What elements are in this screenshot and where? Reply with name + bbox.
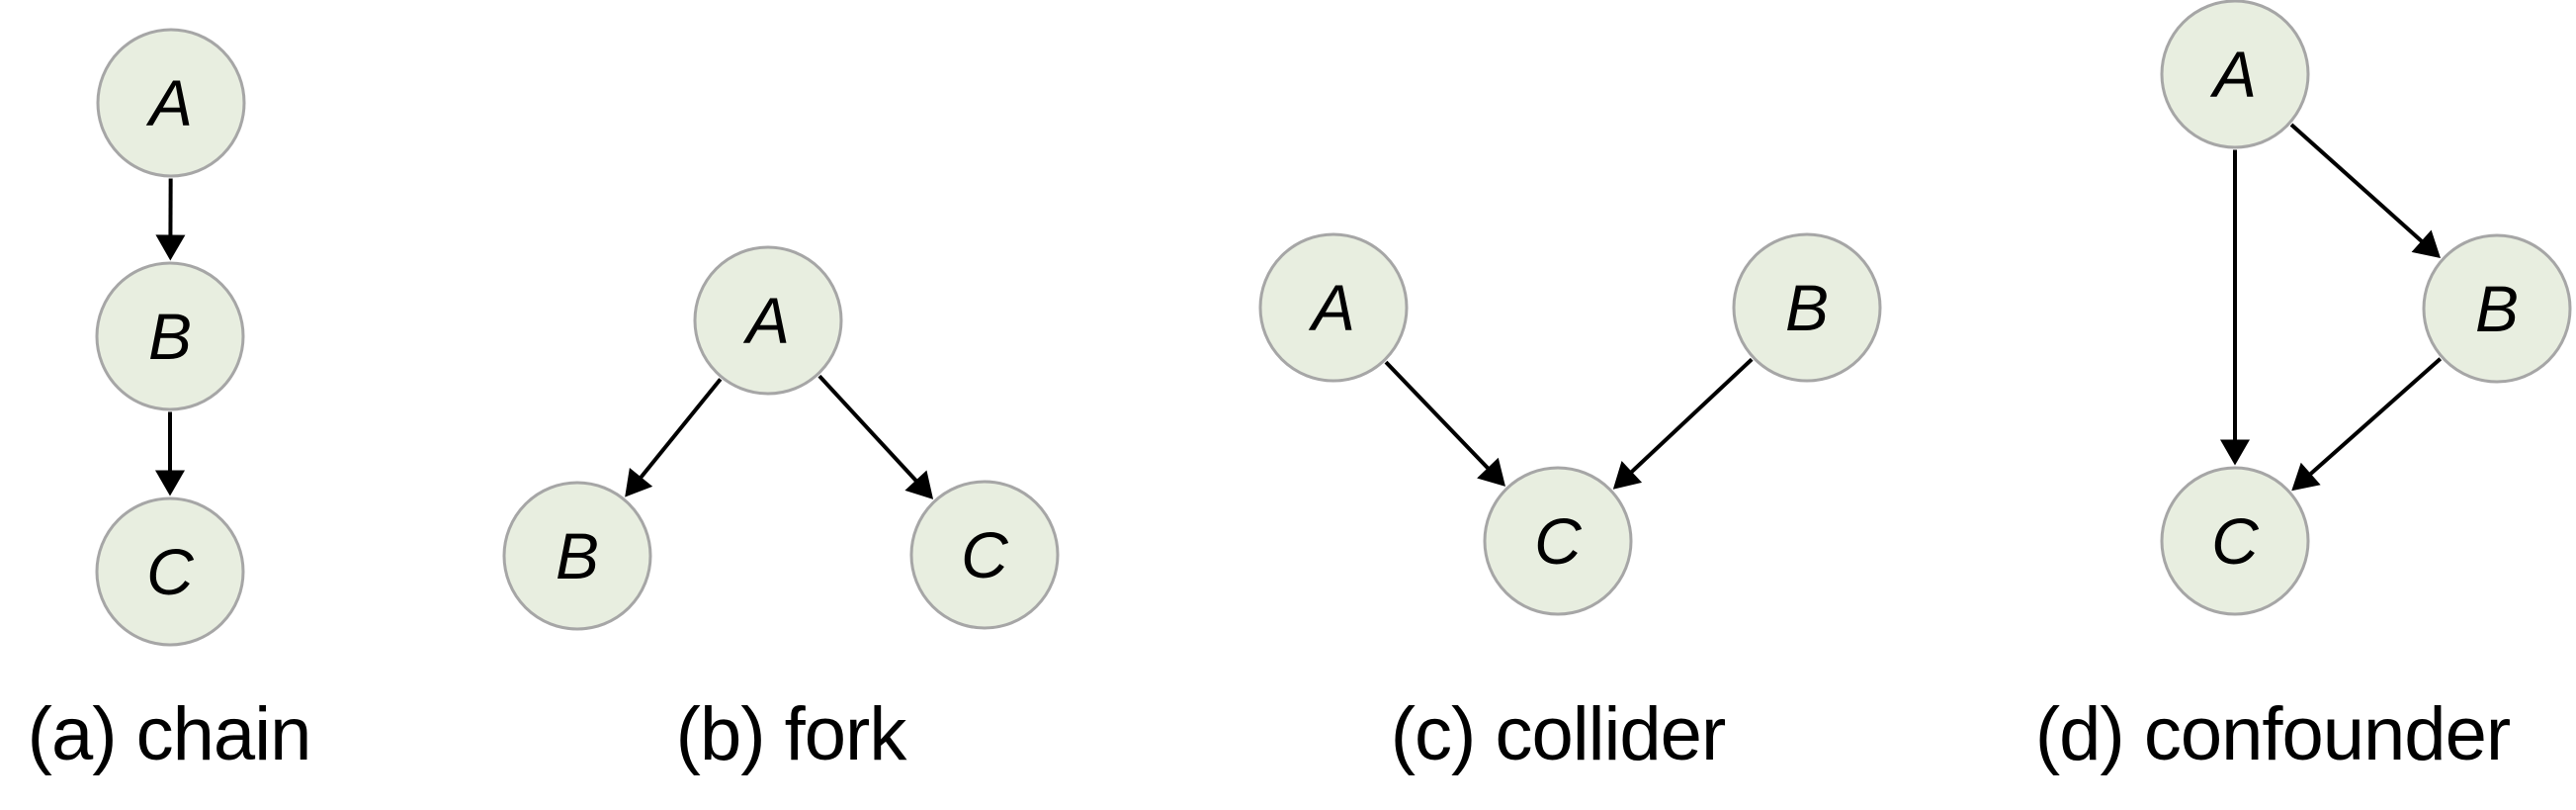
- node-label: B: [2475, 272, 2519, 345]
- node-label: A: [2209, 38, 2257, 111]
- node-circle: [909, 480, 1060, 630]
- edge-chain-A-B: [155, 178, 186, 261]
- node-collider-B: B: [1732, 232, 1882, 383]
- node-chain-B: B: [95, 261, 245, 411]
- edge-line: [1384, 360, 1493, 473]
- diagram-chain: A B C (a) chain: [28, 28, 311, 776]
- caption-confounder: (d) confounder: [2035, 692, 2511, 776]
- diagram-collider: A B C (c) collider: [1258, 232, 1882, 776]
- node-circle: [502, 481, 652, 631]
- node-fork-A: A: [693, 245, 843, 396]
- node-circle: [693, 245, 843, 396]
- node-chain-C: C: [95, 496, 245, 647]
- edge-fork-A-B: [625, 378, 723, 497]
- arrowhead-icon: [625, 467, 653, 497]
- node-circle: [1483, 466, 1633, 616]
- edge-confounder-A-B: [2289, 123, 2441, 259]
- edge-line: [2306, 357, 2443, 479]
- node-circle: [2160, 0, 2310, 149]
- node-collider-C: C: [1483, 466, 1633, 616]
- node-label: C: [1534, 504, 1583, 578]
- node-circle: [96, 28, 246, 178]
- arrowhead-icon: [1612, 460, 1643, 490]
- node-circle: [95, 261, 245, 411]
- edge-collider-A-C: [1384, 360, 1505, 487]
- arrowhead-icon: [2291, 462, 2321, 492]
- node-label: C: [2211, 504, 2260, 578]
- node-circle: [1732, 232, 1882, 383]
- edge-chain-B-C: [155, 411, 185, 496]
- caption-fork: (b) fork: [676, 692, 908, 776]
- edge-line: [637, 378, 723, 482]
- arrowhead-icon: [2411, 229, 2441, 259]
- edge-line: [1627, 357, 1754, 477]
- edge-collider-B-C: [1612, 357, 1754, 490]
- arrowhead-icon: [155, 470, 185, 496]
- diagram-fork: A B C (b) fork: [502, 245, 1060, 776]
- node-label: A: [145, 66, 193, 139]
- node-label: C: [961, 518, 1009, 591]
- arrowhead-icon: [2220, 439, 2250, 466]
- edge-line: [2289, 123, 2426, 245]
- node-circle: [95, 496, 245, 647]
- edge-confounder-B-C: [2291, 357, 2443, 492]
- node-circle: [1258, 232, 1409, 383]
- node-label: B: [148, 300, 192, 373]
- edge-line: [817, 374, 920, 486]
- caption-collider: (c) collider: [1391, 692, 1726, 776]
- caption-chain: (a) chain: [28, 692, 311, 776]
- node-fork-B: B: [502, 481, 652, 631]
- node-circle: [2422, 233, 2572, 384]
- node-label: A: [742, 284, 790, 357]
- arrowhead-icon: [904, 470, 934, 499]
- node-confounder-A: A: [2160, 0, 2310, 149]
- arrowhead-icon: [155, 234, 186, 261]
- node-collider-A: A: [1258, 232, 1409, 383]
- node-label: B: [1785, 271, 1829, 344]
- node-label: A: [1308, 271, 1355, 344]
- node-fork-C: C: [909, 480, 1060, 630]
- node-label: B: [556, 519, 599, 592]
- node-circle: [2160, 466, 2310, 616]
- diagram-confounder: A B C (d) confounder: [2035, 0, 2572, 776]
- arrowhead-icon: [1477, 457, 1505, 487]
- node-confounder-C: C: [2160, 466, 2310, 616]
- edge-confounder-A-C: [2220, 149, 2250, 466]
- node-label: C: [146, 535, 195, 608]
- edge-fork-A-C: [817, 374, 934, 499]
- node-chain-A: A: [96, 28, 246, 178]
- node-confounder-B: B: [2422, 233, 2572, 384]
